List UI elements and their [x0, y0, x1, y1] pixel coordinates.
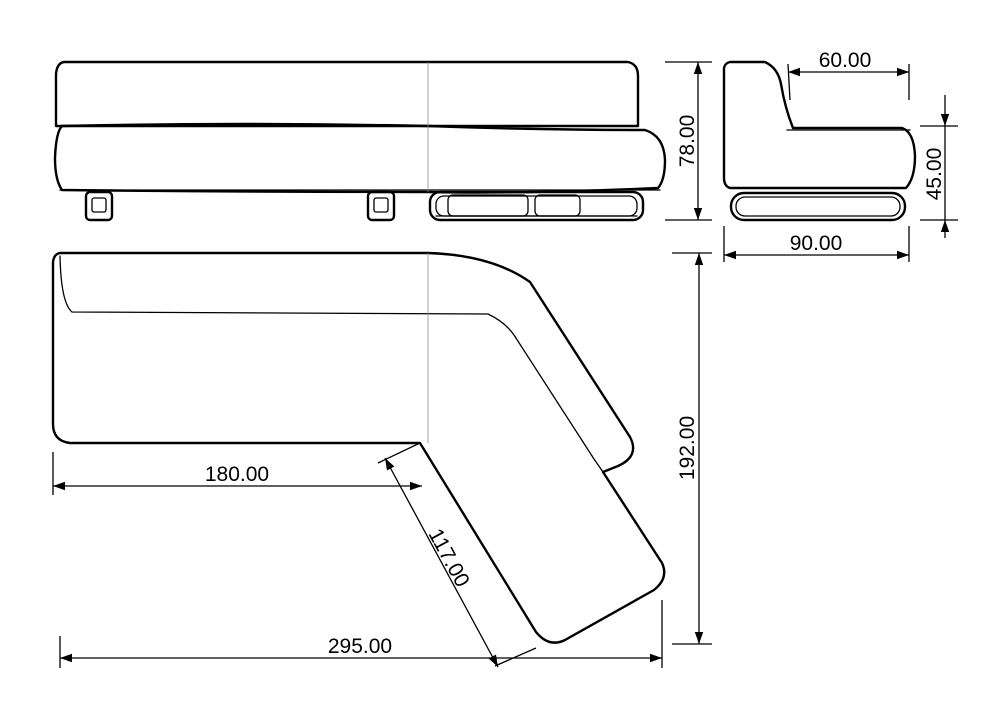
side-sled-inner — [735, 196, 901, 217]
label-side-depth: 90.00 — [790, 232, 843, 255]
top-outline — [51, 251, 666, 644]
front-left-leg — [84, 190, 114, 222]
front-seat-cushion — [53, 122, 667, 194]
front-view — [53, 60, 667, 222]
dim-straight-section: 180.00 — [52, 452, 422, 495]
dim-seat-height: 45.00 — [920, 95, 958, 238]
top-view — [51, 251, 666, 644]
front-center-leg — [366, 190, 396, 222]
dim-angled-section: 117.00 — [377, 442, 537, 668]
label-angled-section: 117.00 — [424, 525, 474, 591]
label-seat-height: 45.00 — [923, 148, 946, 201]
side-view — [722, 60, 917, 222]
side-profile — [722, 60, 917, 190]
dim-overall-height: 78.00 — [665, 61, 712, 221]
label-overall-depth: 192.00 — [676, 416, 699, 480]
label-overall-height: 78.00 — [676, 115, 699, 168]
dim-overall-width: 295.00 — [59, 600, 663, 668]
dim-overall-depth: 192.00 — [672, 252, 712, 645]
dim-side-depth: 90.00 — [723, 226, 910, 262]
top-back-cushion — [59, 255, 604, 473]
label-straight-section: 180.00 — [205, 463, 269, 486]
dim-back-depth: 60.00 — [787, 49, 910, 101]
front-backrest — [54, 60, 640, 128]
dimensions: 60.00 78.00 45.00 90.00 — [52, 49, 958, 668]
side-sled-base — [729, 191, 907, 222]
label-overall-width: 295.00 — [328, 635, 392, 658]
label-back-depth: 60.00 — [819, 49, 872, 72]
front-sled-base — [428, 190, 645, 222]
